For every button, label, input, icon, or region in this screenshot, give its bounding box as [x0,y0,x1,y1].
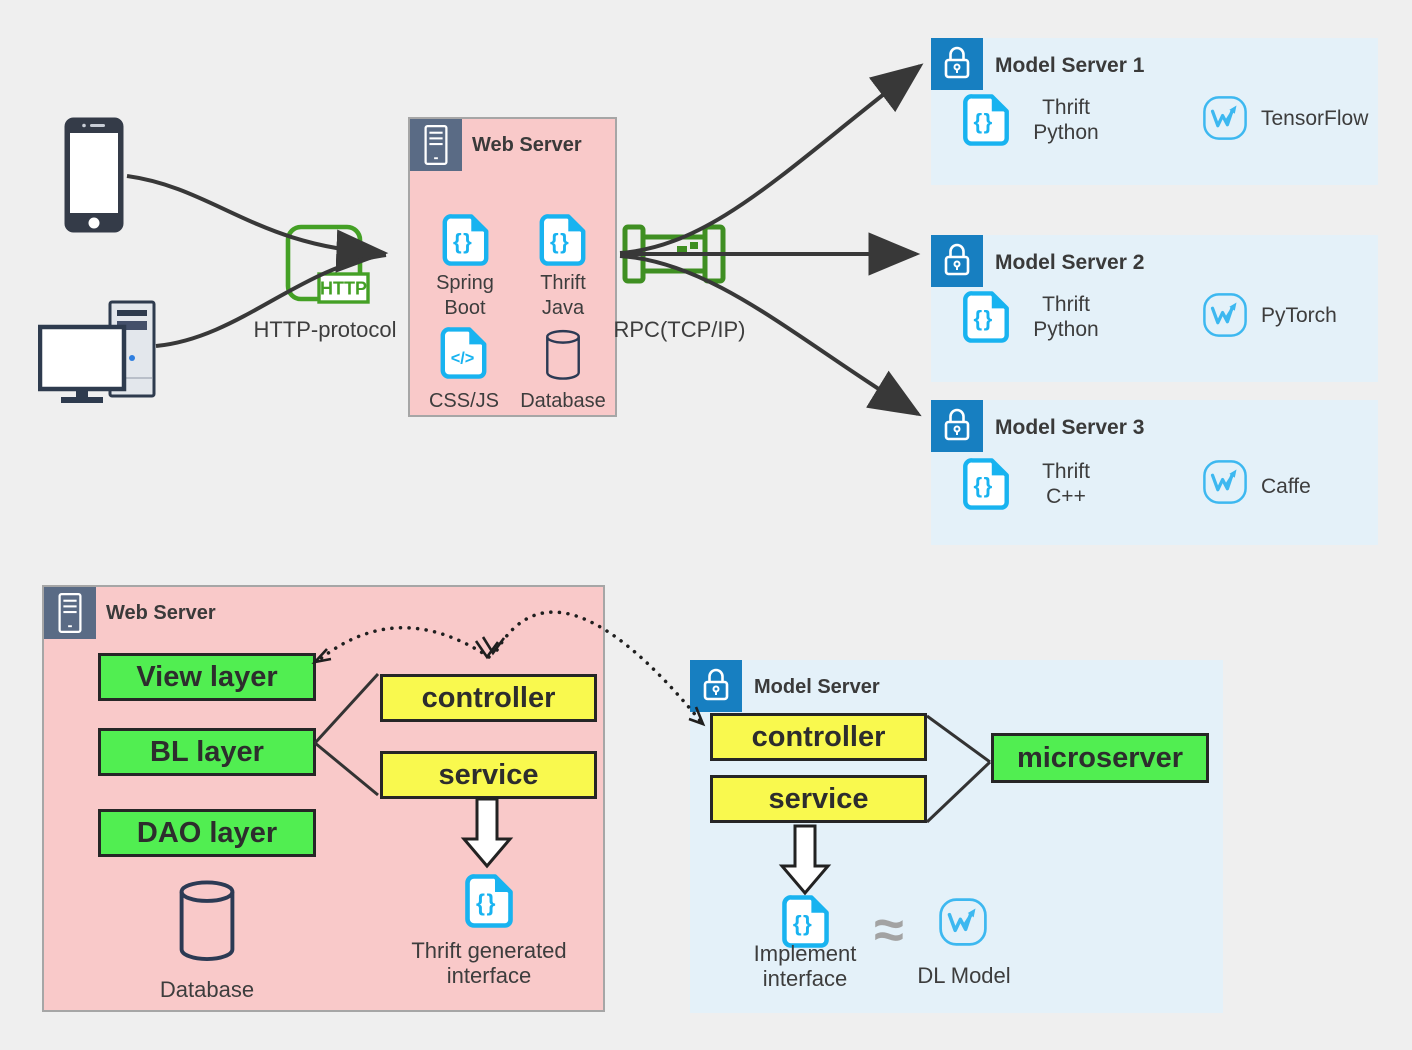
view-layer-box: View layer [98,653,316,701]
framework-label: TensorFlow [1261,107,1369,130]
ms-controller-box: controller [710,713,927,761]
thrift-interface-file-icon [465,874,513,928]
http-badge: HTTP [320,279,367,299]
model-server-detail-panel: Model Server controller service microser… [690,660,1223,1013]
microserver-box: microserver [991,733,1209,783]
rpc-connector-icon [622,224,726,284]
desktop-computer-icon [38,300,156,404]
framework-label: Caffe [1261,475,1311,498]
database-label: Database [520,390,606,412]
bl-layer-box: BL layer [98,728,316,776]
http-protocol-label: HTTP-protocol [253,317,397,342]
dl-model-label: DL Model [917,963,1011,988]
lock-icon [931,38,983,90]
model-server-1-panel: Model Server 1 Thrift Python TensorFlow [931,38,1378,185]
dl-model-icon [1202,292,1248,338]
web-server-panel: Web Server Spring Boot Thrift Java CSS/J… [408,117,617,417]
server-icon [410,119,462,171]
web-server-detail-panel: Web Server View layer BL layer DAO layer… [42,585,605,1012]
thrift-python-label: Thrift Python [1033,293,1099,341]
controller-box: controller [380,674,597,722]
implement-interface-label: Implement interface [753,941,857,991]
web-server-title: Web Server [472,134,582,156]
thrift-java-file-icon [539,214,586,266]
thrift-interface-label: Thrift generated interface [411,938,567,988]
css-js-label: CSS/JS [428,390,500,412]
rpc-label: RPC(TCP/IP) [613,317,746,342]
model-server-1-title: Model Server 1 [995,54,1145,77]
css-js-file-icon [440,327,487,379]
database-label: Database [159,977,255,1002]
dl-model-icon [1202,95,1248,141]
http-file-icon: HTTP [284,223,372,307]
dl-model-icon [938,897,988,947]
spring-boot-file-icon [442,214,489,266]
database-cylinder-icon [542,329,584,381]
lock-icon [690,660,742,712]
model-server-3-title: Model Server 3 [995,416,1145,439]
model-server-detail-title: Model Server [754,676,880,698]
thrift-java-label: Thrift Java [540,272,586,319]
lock-icon [931,235,983,287]
thrift-python-label: Thrift Python [1033,96,1099,144]
thrift-cpp-label: Thrift C++ [1042,460,1090,508]
model-server-2-panel: Model Server 2 Thrift Python PyTorch [931,235,1378,382]
ms-service-box: service [710,775,927,823]
server-icon [44,587,96,639]
database-cylinder-icon [176,879,238,963]
dao-layer-box: DAO layer [98,809,316,857]
web-server-detail-title: Web Server [106,602,216,624]
dl-model-icon [1202,459,1248,505]
framework-label: PyTorch [1261,304,1337,327]
spring-boot-label: Spring Boot [436,272,494,319]
lock-icon [931,400,983,452]
service-box: service [380,751,597,799]
model-server-3-panel: Model Server 3 Thrift C++ Caffe [931,400,1378,545]
model-server-2-title: Model Server 2 [995,251,1145,274]
approx-symbol: ≈ [874,900,904,960]
smartphone-icon [63,116,125,234]
